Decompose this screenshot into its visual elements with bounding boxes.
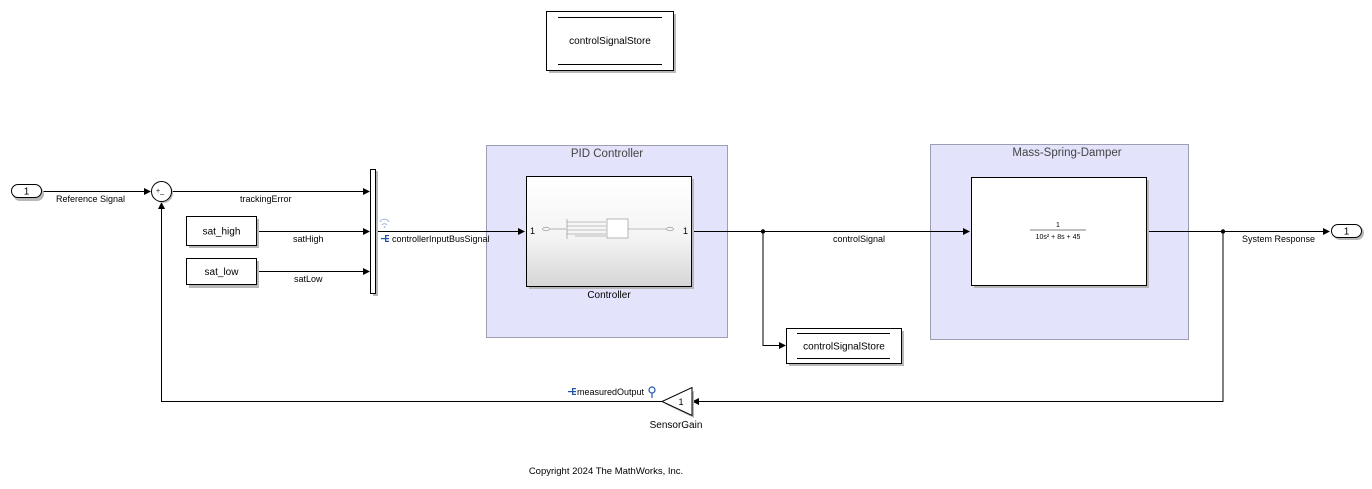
sum-signs: +_: [156, 188, 164, 195]
sat-high-constant-block[interactable]: sat_high: [186, 216, 260, 249]
data-store-memory-name: controlSignalStore: [569, 36, 651, 47]
sum-block[interactable]: +_: [151, 181, 174, 204]
tracking-error-label[interactable]: trackingError: [240, 194, 292, 204]
data-store-write-name: controlSignalStore: [803, 342, 885, 353]
copyright-annotation: Copyright 2024 The MathWorks, Inc.: [529, 466, 683, 477]
controller-in-port-label: 1: [530, 226, 535, 236]
sat-high-signal-label[interactable]: satHigh: [293, 234, 324, 244]
transfer-function-denominator: 10s² + 8s + 45: [1036, 234, 1081, 241]
signal-stream-icon: [379, 218, 390, 228]
measured-output-line[interactable]: [161, 206, 663, 402]
bus-signal-label-group[interactable]: controllerInputBusSignal: [379, 218, 490, 244]
controller-block-name: Controller: [587, 290, 631, 301]
bus-creator-block[interactable]: [370, 169, 379, 297]
signal-logging-icon: [568, 388, 576, 395]
gain-block-name: SensorGain: [650, 420, 703, 431]
mass-spring-damper-area-title: Mass-Spring-Damper: [1012, 147, 1121, 159]
reference-signal-label[interactable]: Reference Signal: [56, 194, 125, 204]
sat-high-constant-value: sat_high: [203, 227, 241, 238]
data-store-write-block[interactable]: controlSignalStore: [786, 328, 905, 367]
test-point-icon: [648, 386, 656, 398]
transfer-function-numerator: 1: [1056, 222, 1060, 229]
subsystem-preview-icon: [542, 218, 674, 239]
measured-output-label-group[interactable]: measuredOutput: [568, 386, 656, 398]
sensor-gain-block[interactable]: 1 SensorGain: [650, 386, 703, 432]
control-store-branch-line[interactable]: [762, 231, 782, 346]
sat-low-constant-value: sat_low: [205, 267, 240, 278]
signal-lines: [42, 188, 1330, 405]
control-signal-label[interactable]: controlSignal: [833, 234, 885, 244]
reference-inport-block[interactable]: 1: [11, 184, 45, 202]
gain-value: 1: [678, 397, 683, 407]
transfer-function-block[interactable]: 1 10s² + 8s + 45: [971, 177, 1150, 289]
system-response-outport-block[interactable]: 1: [1331, 224, 1365, 241]
pid-controller-area-title: PID Controller: [571, 148, 643, 160]
sat-low-constant-block[interactable]: sat_low: [186, 258, 260, 289]
sat-low-signal-label[interactable]: satLow: [294, 274, 323, 284]
feedback-line[interactable]: [697, 231, 1224, 402]
controller-out-port-label: 1: [683, 226, 688, 236]
system-response-label[interactable]: System Response: [1242, 234, 1315, 244]
data-store-memory-block[interactable]: controlSignalStore: [546, 11, 677, 74]
outport-number: 1: [1344, 227, 1350, 238]
inport-number: 1: [24, 187, 30, 198]
signal-logging-icon: [381, 235, 389, 242]
bus-signal-label: controllerInputBusSignal: [392, 234, 490, 244]
controller-subsystem-block[interactable]: 1 1 Controller: [526, 176, 695, 302]
measured-output-label: measuredOutput: [577, 387, 645, 397]
